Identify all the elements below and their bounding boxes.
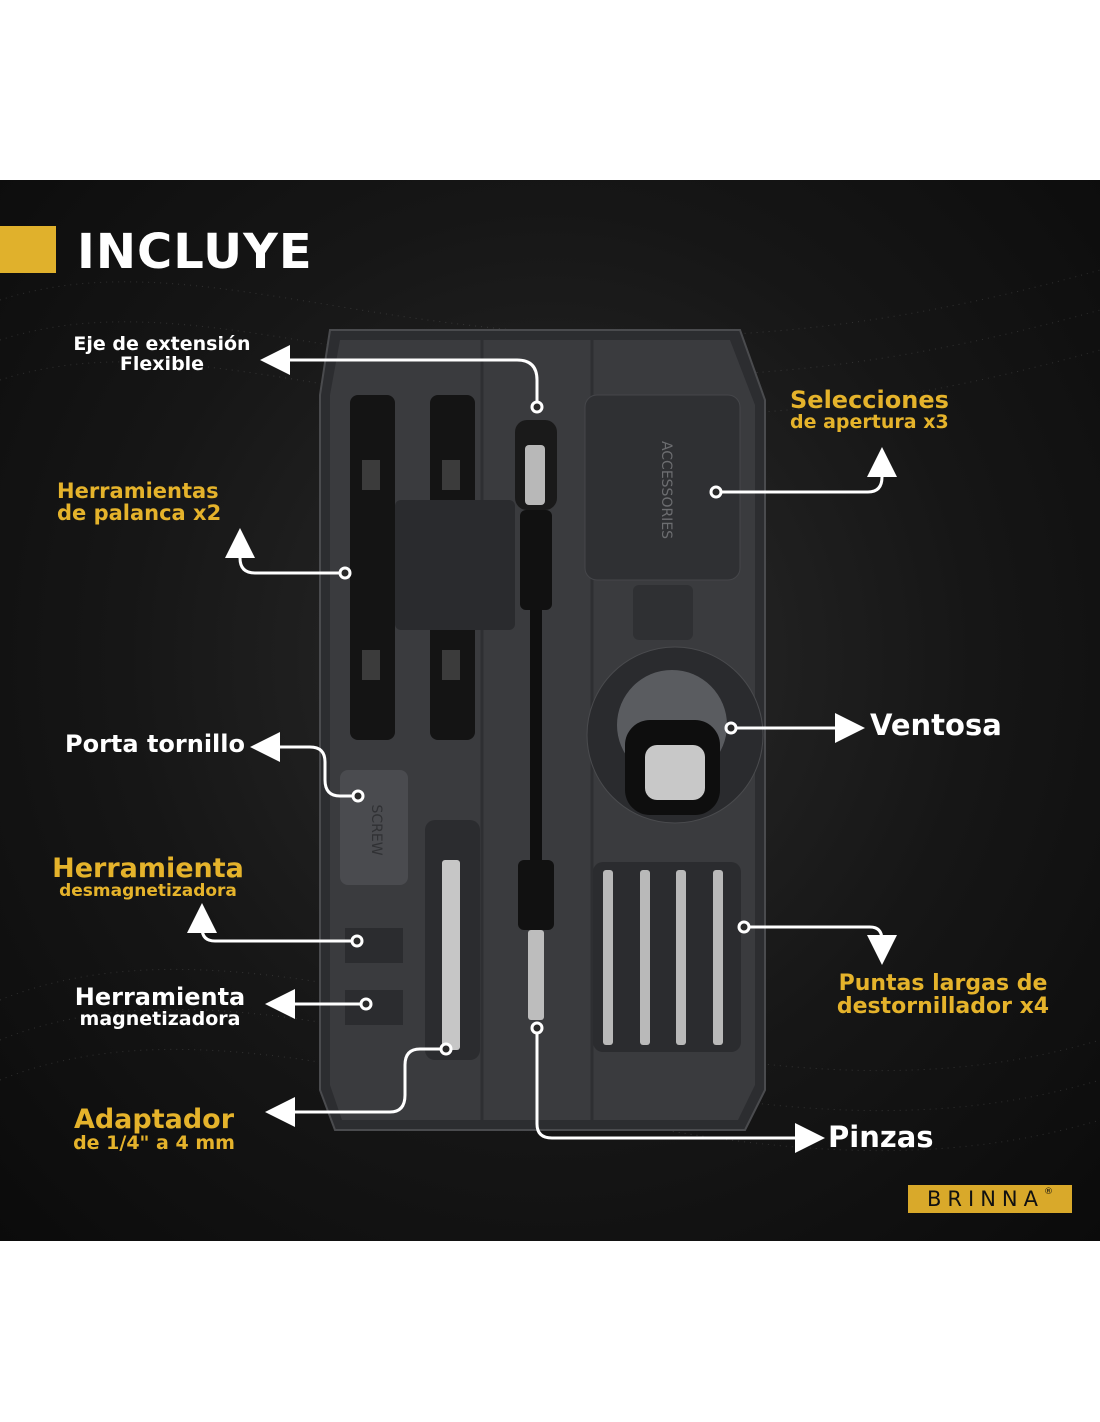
callout-lines (187, 345, 897, 1153)
product-panel: ACCESSORIES SCREW (0, 180, 1100, 1241)
label-picks-line1: Selecciones (790, 386, 949, 414)
callout-dots (338, 400, 751, 1056)
brand-logo: BRINNA® (908, 1185, 1072, 1213)
page-title: INCLUYE (77, 224, 313, 280)
screw-case-text: SCREW (368, 804, 384, 855)
brand-registered-mark: ® (1043, 1187, 1053, 1197)
label-pry-tools: Herramientas de palanca x2 (57, 480, 221, 524)
label-tweezers: Pinzas (828, 1120, 934, 1154)
label-pry-tools-line2: de palanca x2 (57, 501, 222, 526)
label-adapter-line1: Adaptador (73, 1104, 235, 1135)
label-flex-shaft: Eje de extensión Flexible (62, 333, 262, 375)
accessories-case-text: ACCESSORIES (658, 441, 674, 539)
label-magnetizer: Herramienta magnetizadora (68, 983, 252, 1031)
label-demagnetizer-line1: Herramienta (52, 853, 244, 884)
label-long-bits: Puntas largas de destornillador x4 (830, 972, 1056, 1018)
label-adapter-line2: de 1/4" a 4 mm (73, 1132, 235, 1155)
label-flex-shaft-line2: Flexible (119, 352, 205, 375)
label-picks: Selecciones de apertura x3 (790, 386, 949, 434)
title-accent-square (0, 226, 56, 273)
label-demagnetizer: Herramienta desmagnetizadora (50, 853, 246, 902)
label-adapter: Adaptador de 1/4" a 4 mm (70, 1104, 238, 1155)
label-pry-tools-line1: Herramientas (57, 479, 219, 503)
product-illustration: ACCESSORIES SCREW (0, 269, 1100, 1153)
label-demagnetizer-line2: desmagnetizadora (59, 881, 237, 902)
brand-name: BRINNA (927, 1187, 1044, 1211)
label-long-bits-line2: destornillador x4 (836, 994, 1050, 1020)
label-suction-cup: Ventosa (870, 708, 1002, 742)
label-long-bits-line1: Puntas largas de (838, 971, 1048, 996)
tool-case: ACCESSORIES SCREW (319, 329, 766, 1131)
label-magnetizer-line1: Herramienta (74, 983, 246, 1011)
label-screw-holder: Porta tornillo (65, 730, 245, 758)
label-picks-line2: de apertura x3 (790, 411, 949, 434)
label-flex-shaft-line1: Eje de extensión (73, 333, 251, 355)
label-magnetizer-line2: magnetizadora (79, 1008, 241, 1031)
